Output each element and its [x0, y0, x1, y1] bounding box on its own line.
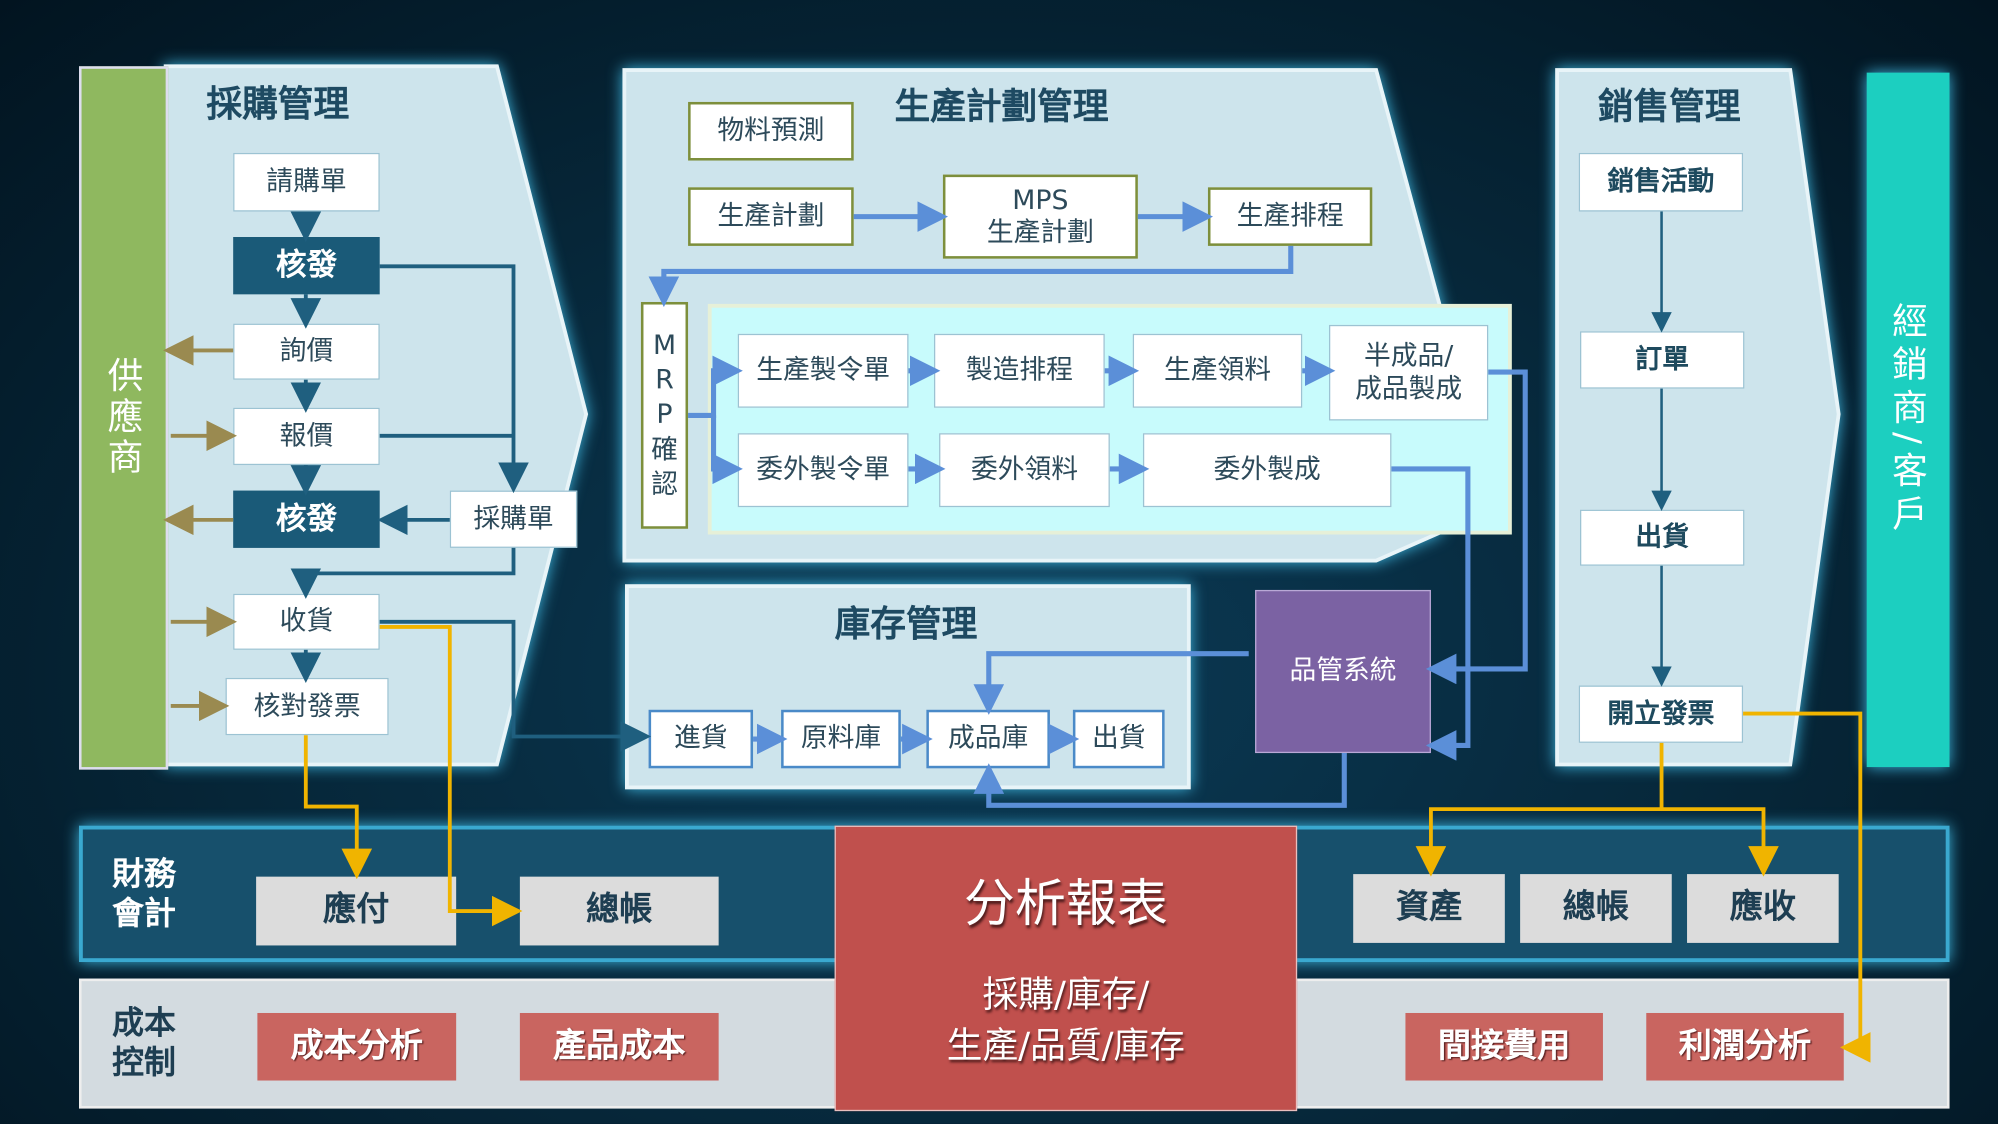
sales-title: 銷售管理 — [1597, 85, 1741, 128]
analysis-report-box[interactable]: 分析報表 採購/庫存/ 生產/品質/庫存 — [834, 825, 1298, 1112]
production-plan-box[interactable]: 生產計劃 — [688, 187, 854, 246]
analysis-title: 分析報表 — [963, 875, 1168, 934]
outsource-order-box[interactable]: 委外製令單 — [737, 433, 909, 508]
payable-box[interactable]: 應付 — [256, 876, 457, 946]
profit-analysis-box[interactable]: 利潤分析 — [1646, 1012, 1844, 1081]
ledger-right-box[interactable]: 總帳 — [1520, 874, 1672, 943]
outsource-material-box[interactable]: 委外領料 — [939, 433, 1110, 508]
overhead-box[interactable]: 間接費用 — [1405, 1012, 1603, 1081]
manufacturing-schedule-box[interactable]: 製造排程 — [933, 333, 1105, 408]
cost-label: 成本控制 — [112, 1004, 176, 1081]
production-title: 生產計劃管理 — [894, 85, 1109, 128]
shipment-box[interactable]: 出貨 — [1580, 509, 1745, 566]
sales-activity-box[interactable]: 銷售活動 — [1578, 152, 1744, 212]
sales-panel — [1555, 68, 1841, 767]
invoice-check-box[interactable]: 核對發票 — [225, 677, 389, 736]
procurement-title: 採購管理 — [206, 82, 350, 125]
finance-label: 財務會計 — [112, 854, 176, 932]
cost-analysis-box[interactable]: 成本分析 — [257, 1012, 457, 1081]
ledger-left-box[interactable]: 總帳 — [519, 876, 719, 946]
material-forecast-box[interactable]: 物料預測 — [688, 101, 854, 161]
supplier-bar: 供應商 — [79, 66, 169, 770]
inventory-incoming-box[interactable]: 進貨 — [648, 709, 754, 769]
production-schedule-box[interactable]: 生產排程 — [1207, 187, 1373, 246]
assets-box[interactable]: 資產 — [1353, 874, 1505, 943]
purchase-order-box[interactable]: 採購單 — [449, 490, 578, 548]
approve-box-2[interactable]: 核發 — [233, 490, 380, 548]
receivable-box[interactable]: 應收 — [1687, 874, 1839, 943]
inventory-title: 庫存管理 — [834, 602, 978, 645]
quote-box[interactable]: 報價 — [233, 407, 380, 466]
requisition-box[interactable]: 請購單 — [233, 152, 380, 212]
product-cost-box[interactable]: 產品成本 — [519, 1012, 719, 1081]
customer-bar: 經銷商/客戶 — [1866, 72, 1950, 768]
approve-box-1[interactable]: 核發 — [233, 237, 380, 295]
issue-invoice-box[interactable]: 開立發票 — [1578, 685, 1744, 743]
inquiry-box[interactable]: 詢價 — [233, 323, 380, 380]
quality-system-box[interactable]: 品管系統 — [1255, 589, 1431, 754]
inventory-shipment-box[interactable]: 出貨 — [1072, 709, 1165, 769]
semi-finished-box[interactable]: 半成品/成品製成 — [1328, 324, 1489, 421]
production-order-box[interactable]: 生產製令單 — [737, 333, 909, 408]
order-box[interactable]: 訂單 — [1580, 331, 1745, 389]
receiving-box[interactable]: 收貨 — [233, 593, 380, 650]
finished-goods-store-box[interactable]: 成品庫 — [926, 709, 1050, 769]
production-material-box[interactable]: 生產領料 — [1132, 333, 1303, 408]
raw-material-store-box[interactable]: 原料庫 — [781, 709, 901, 769]
outsource-complete-box[interactable]: 委外製成 — [1142, 433, 1392, 508]
